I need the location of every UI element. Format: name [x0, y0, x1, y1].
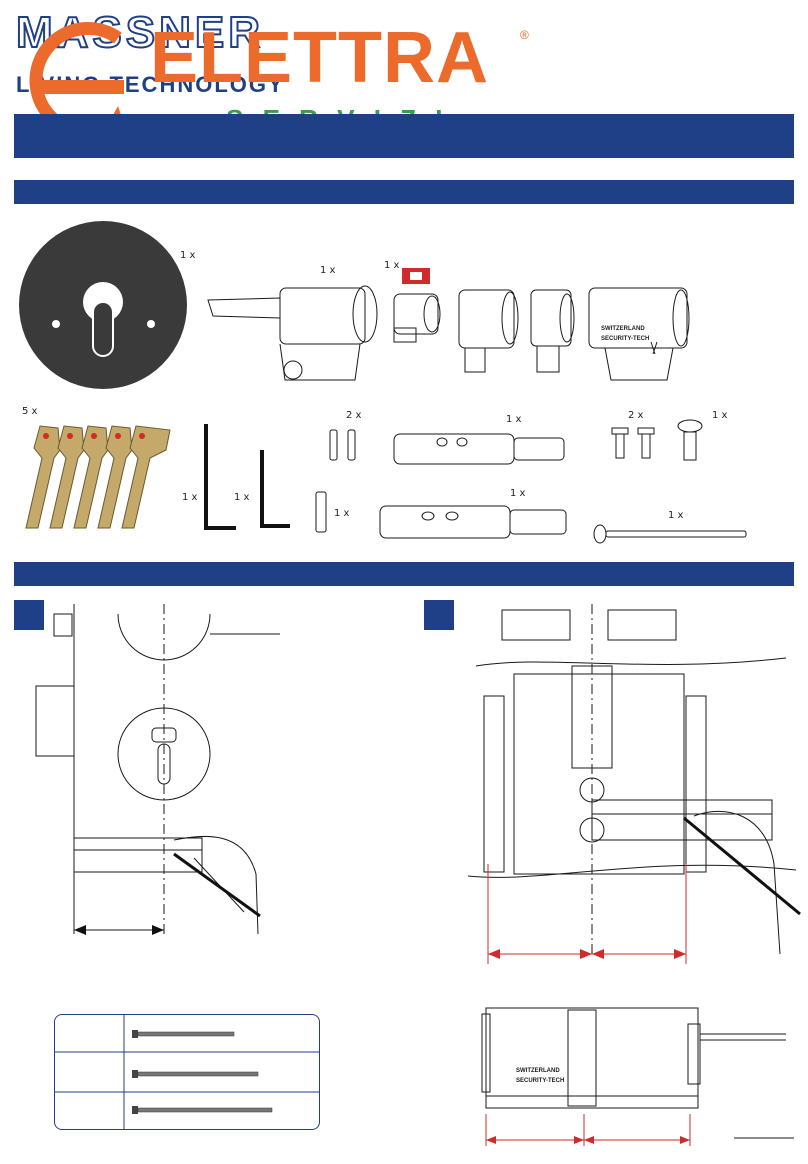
parts-section-band: [14, 180, 794, 204]
extension-1-qty: 1 x: [506, 414, 522, 425]
cylinder-marking-1: SWITZERLAND: [601, 326, 645, 332]
extension-1-drawing: [393, 433, 565, 465]
hex-key-1-qty: 1 x: [182, 492, 198, 503]
long-set-screw-drawing: [315, 491, 327, 533]
installation-section-band: [14, 562, 794, 586]
title-band: [14, 114, 794, 158]
countersunk-screws-qty: 2 x: [628, 410, 644, 421]
single-screw-qty: 1 x: [712, 410, 728, 421]
cylinder-dim-marking-1: SWITZERLAND: [516, 1068, 560, 1074]
extension-2-qty: 1 x: [510, 488, 526, 499]
cam-qty: 1 x: [384, 260, 400, 271]
countersunk-screws-drawing: [611, 427, 655, 459]
screw-size-table: [54, 1014, 320, 1130]
step-box-2: [424, 600, 454, 630]
cylinder-marking-2: SECURITY-TECH: [601, 336, 650, 342]
keys-qty: 5 x: [22, 406, 38, 417]
extension-2-drawing: [379, 505, 567, 539]
cylinder-half-drawing: [207, 285, 378, 381]
hex-keys-drawing: [204, 424, 290, 530]
cylinder-dim-marking-2: SECURITY-TECH: [516, 1078, 565, 1084]
elettra-brand: ELETTRA: [150, 18, 489, 98]
long-screw-drawing: [593, 524, 747, 544]
rosette-disc: [19, 221, 187, 389]
hex-key-2-qty: 1 x: [234, 492, 250, 503]
door-measure-drawing-2: [467, 604, 801, 964]
screw-size-table-lines: [54, 1014, 320, 1130]
set-screws-drawing: [329, 429, 356, 461]
single-screw-drawing: [677, 419, 703, 461]
long-screw-qty: 1 x: [668, 510, 684, 521]
cam-piece-drawing: [393, 268, 441, 343]
step-box-1: [14, 600, 44, 630]
long-set-screw-qty: 1 x: [334, 508, 350, 519]
registered-mark: ®: [520, 28, 529, 42]
rosette-qty: 1 x: [180, 250, 196, 261]
cylinder-dimension-drawing: [481, 1007, 794, 1146]
header-logo-area: MASSNER LIVING TECHNOLOGY ELETTRA ® S E …: [0, 0, 808, 139]
cylinder-qty: 1 x: [320, 265, 336, 276]
door-measure-drawing-1: [35, 604, 280, 935]
set-screws-qty: 2 x: [346, 410, 362, 421]
keys-drawing: [25, 425, 171, 529]
cylinder-parts-row: [458, 287, 690, 381]
